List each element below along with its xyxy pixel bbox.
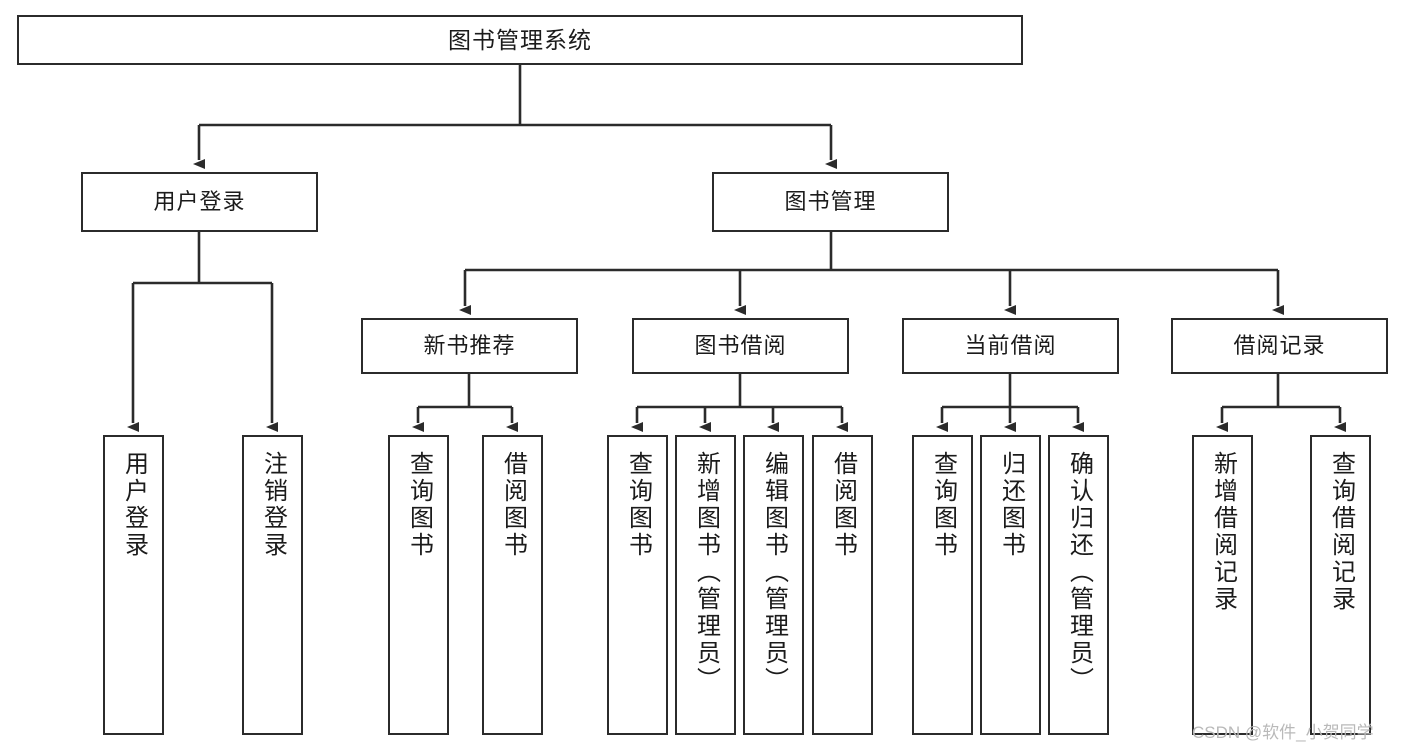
node-label: 用户登录 <box>153 189 246 215</box>
leaf-confirm-return-admin[interactable]: 确认归还（管理员） <box>1048 435 1109 735</box>
leaf-query-borrow-record[interactable]: 查询借阅记录 <box>1310 435 1371 735</box>
node-label: 借阅图书 <box>829 451 857 559</box>
node-label: 查询图书 <box>624 451 652 559</box>
csdn-watermark: CSDN @软件_小贺同学 <box>1192 723 1374 742</box>
node-book-borrowing[interactable]: 图书借阅 <box>632 318 849 374</box>
node-label: 新书推荐 <box>423 333 516 359</box>
leaf-query-books-current[interactable]: 查询图书 <box>912 435 973 735</box>
leaf-borrow-books-recommendation[interactable]: 借阅图书 <box>482 435 543 735</box>
node-label: 用户登录 <box>120 451 148 559</box>
leaf-add-book-admin[interactable]: 新增图书（管理员） <box>675 435 736 735</box>
node-label: 借阅图书 <box>499 451 527 559</box>
node-label: 注销登录 <box>259 451 287 559</box>
leaf-query-books-borrowing[interactable]: 查询图书 <box>607 435 668 735</box>
leaf-query-books-recommendation[interactable]: 查询图书 <box>388 435 449 735</box>
node-borrowing-records[interactable]: 借阅记录 <box>1171 318 1388 374</box>
node-label: 归还图书 <box>997 451 1025 559</box>
node-label: 编辑图书（管理员） <box>760 451 788 694</box>
leaf-user-login[interactable]: 用户登录 <box>103 435 164 735</box>
leaf-logout[interactable]: 注销登录 <box>242 435 303 735</box>
node-label: 查询图书 <box>929 451 957 559</box>
leaf-return-books[interactable]: 归还图书 <box>980 435 1041 735</box>
node-current-borrowing[interactable]: 当前借阅 <box>902 318 1119 374</box>
leaf-edit-book-admin[interactable]: 编辑图书（管理员） <box>743 435 804 735</box>
node-label: 查询图书 <box>405 451 433 559</box>
leaf-borrow-books-borrowing[interactable]: 借阅图书 <box>812 435 873 735</box>
node-label: 图书借阅 <box>694 333 787 359</box>
node-label: 新增图书（管理员） <box>692 451 720 694</box>
node-label: 图书管理系统 <box>448 26 592 53</box>
node-root-book-management-system[interactable]: 图书管理系统 <box>17 15 1023 65</box>
node-label: 图书管理 <box>784 189 877 215</box>
node-label: 借阅记录 <box>1233 333 1326 359</box>
node-label: 查询借阅记录 <box>1327 451 1355 613</box>
node-book-management[interactable]: 图书管理 <box>712 172 949 232</box>
node-user-login[interactable]: 用户登录 <box>81 172 318 232</box>
node-label: 新增借阅记录 <box>1209 451 1237 613</box>
leaf-add-borrow-record[interactable]: 新增借阅记录 <box>1192 435 1253 735</box>
node-label: 当前借阅 <box>964 333 1057 359</box>
node-label: 确认归还（管理员） <box>1065 451 1093 694</box>
node-new-book-recommendation[interactable]: 新书推荐 <box>361 318 578 374</box>
